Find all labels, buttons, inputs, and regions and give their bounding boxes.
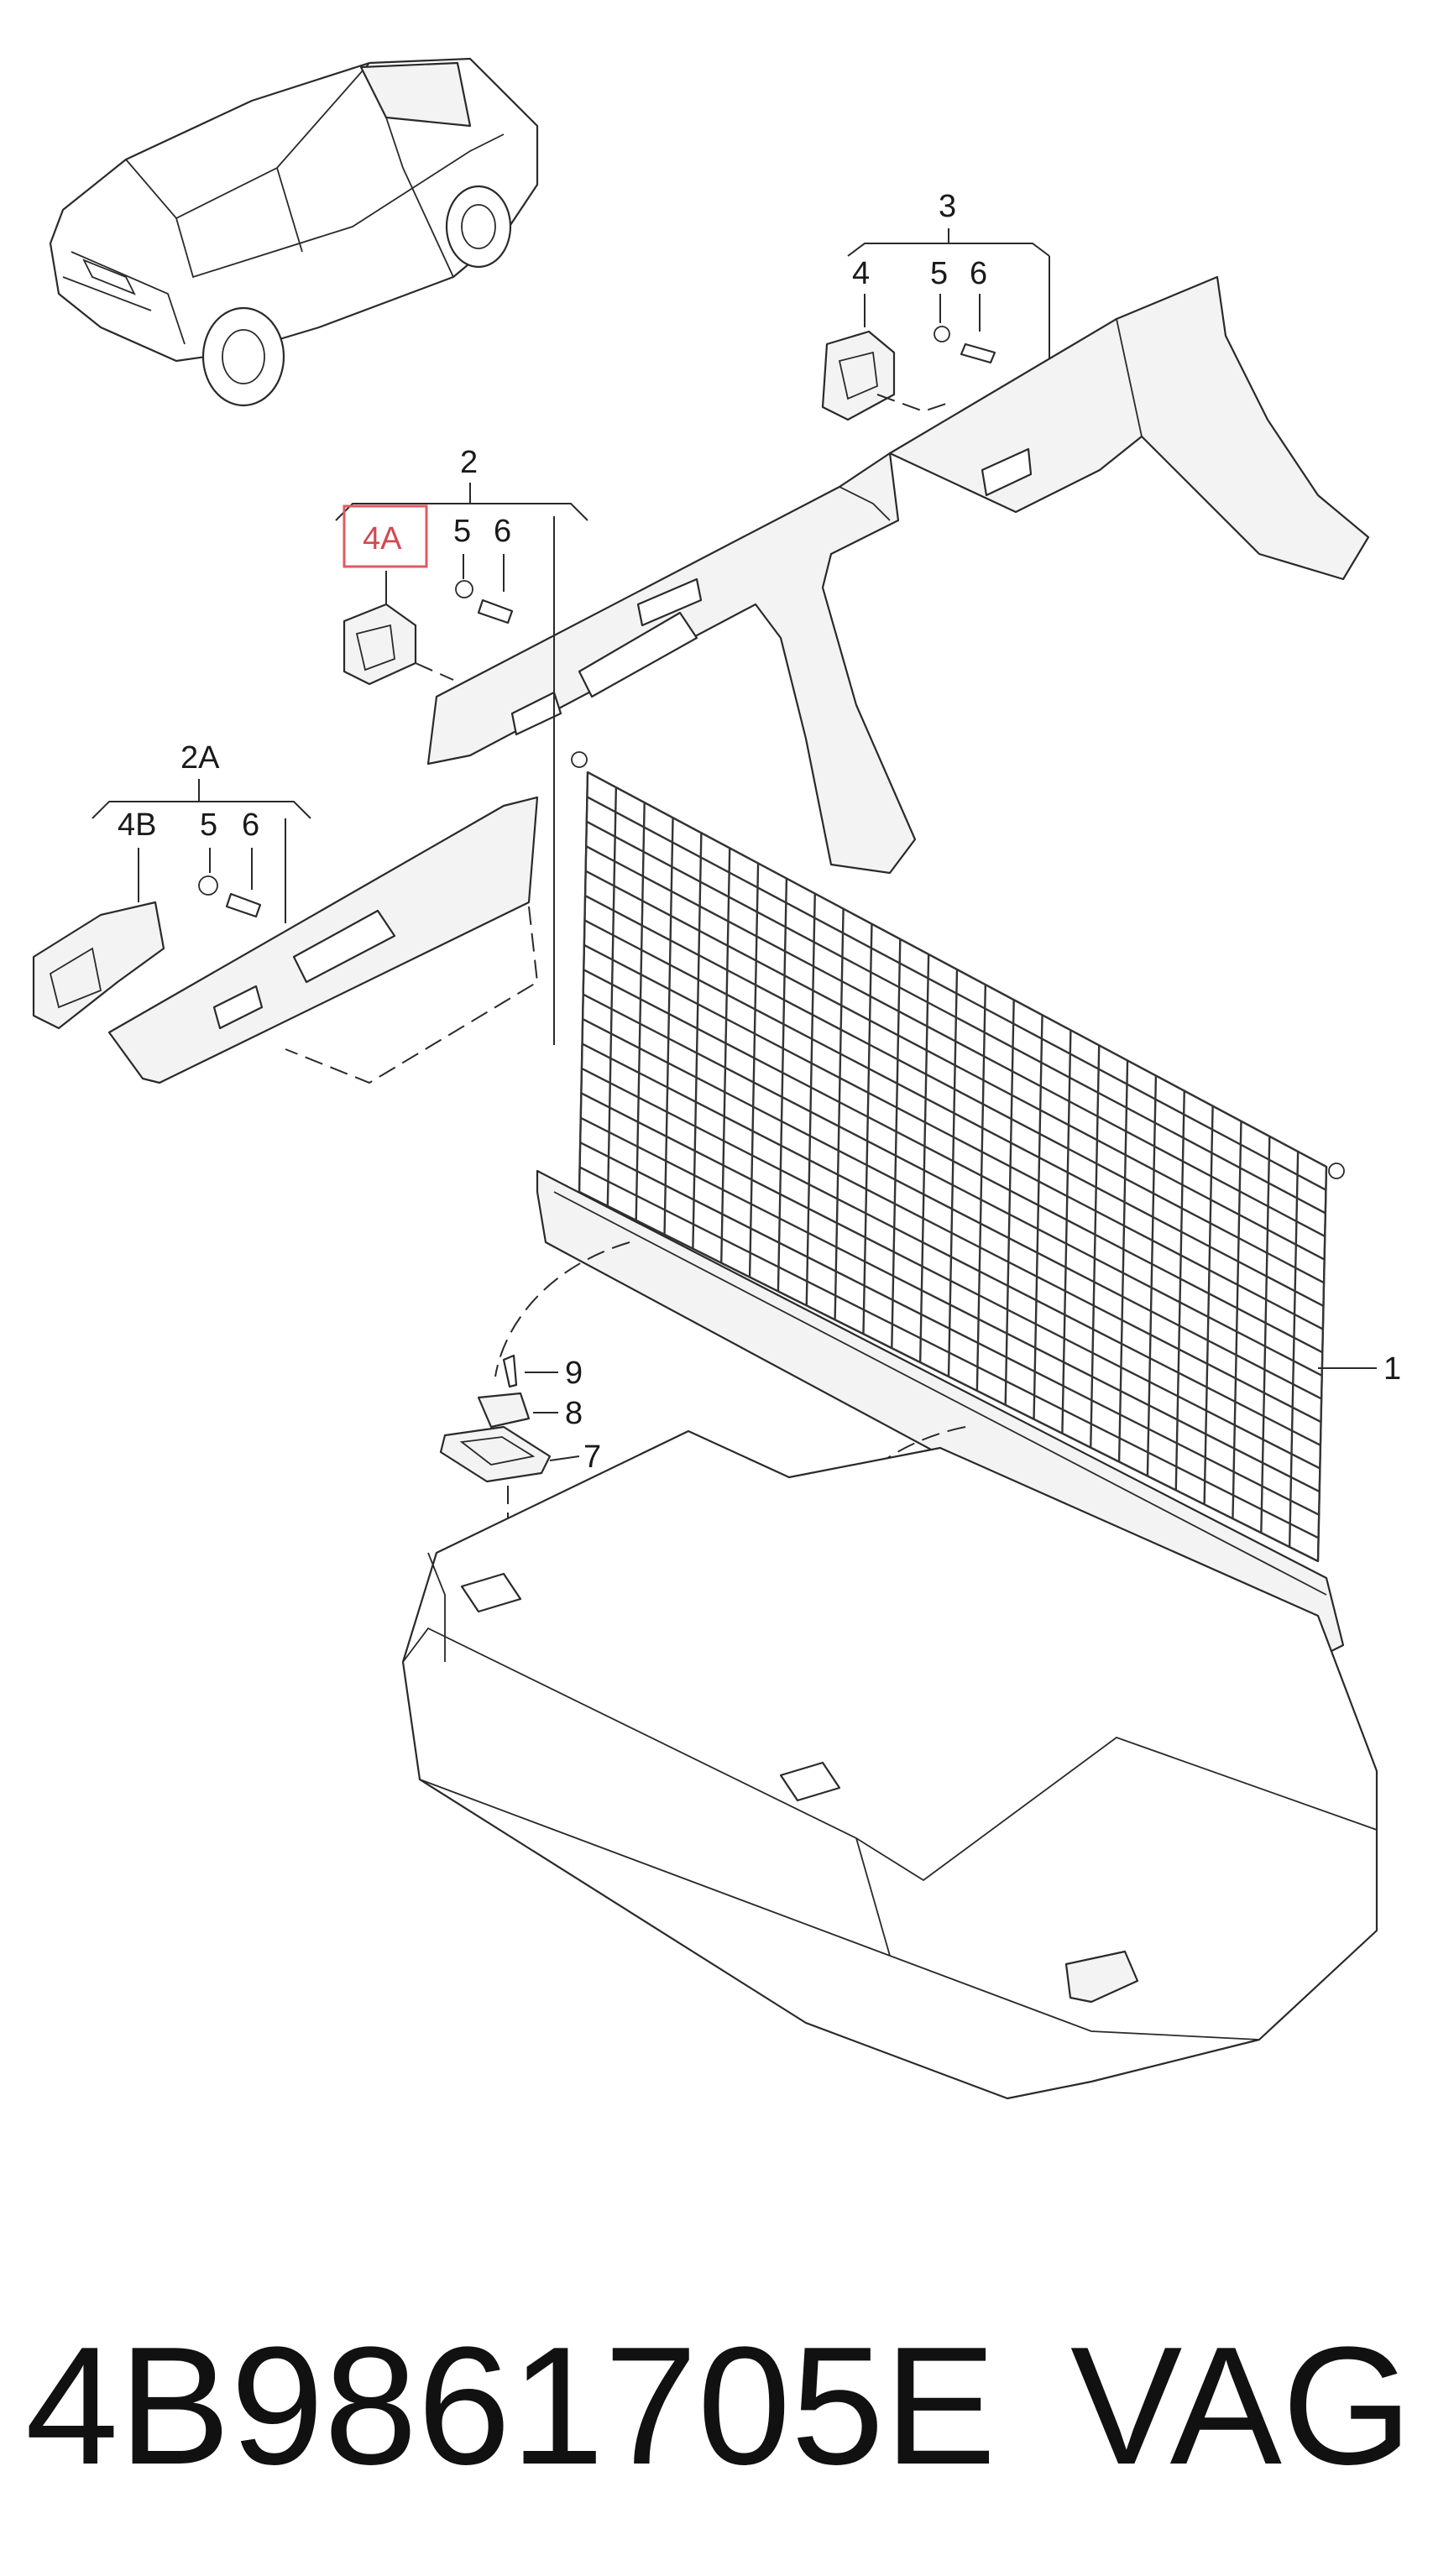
- washer-5: [934, 326, 950, 342]
- net-strand: [1260, 1136, 1271, 1534]
- net-strand: [583, 943, 1324, 1330]
- net-strand: [578, 771, 589, 1193]
- net-strand: [1316, 1166, 1328, 1562]
- net-strand: [947, 969, 959, 1377]
- net-strand: [580, 1116, 1321, 1493]
- net-strand: [805, 893, 816, 1306]
- callout-1: 1: [1383, 1351, 1401, 1387]
- net-strand: [635, 802, 646, 1220]
- net-strand: [1061, 1030, 1072, 1434]
- brand-label: VAG: [1070, 2312, 1413, 2500]
- net-strand: [587, 771, 1327, 1168]
- net-grid: [578, 771, 1328, 1563]
- highlight-box-4A: [343, 504, 428, 568]
- holder-7: [439, 1425, 552, 1483]
- cargo-net: 1: [536, 751, 1401, 1659]
- net-strand: [582, 1018, 1322, 1400]
- callout-5: 5: [200, 807, 217, 843]
- net-strand: [583, 969, 1323, 1354]
- net-strand: [579, 1142, 1320, 1516]
- seat-latch: [1064, 1950, 1139, 2004]
- net-strand: [580, 1092, 1321, 1470]
- callout-5: 5: [930, 256, 948, 291]
- callout-7: 7: [583, 1440, 601, 1475]
- net-strand: [1033, 1015, 1043, 1419]
- net-strand: [1174, 1090, 1185, 1491]
- callout-8: 8: [565, 1396, 583, 1431]
- net-strand: [748, 863, 760, 1278]
- callout-2A: 2A: [180, 740, 220, 776]
- net-strand: [891, 938, 902, 1349]
- net-strand: [1146, 1075, 1158, 1476]
- net-strand: [663, 818, 674, 1235]
- net-strand: [1090, 1045, 1101, 1448]
- washer-5: [198, 875, 218, 896]
- screw-6: [225, 892, 262, 918]
- callout-4A: 4A: [363, 521, 402, 556]
- net-strand: [585, 845, 1326, 1238]
- clip-4: [821, 330, 896, 421]
- caption: 4B9861705E VAG: [25, 2312, 1413, 2500]
- net-strand: [1232, 1121, 1242, 1519]
- callout-6: 6: [970, 256, 987, 291]
- net-strand: [585, 870, 1326, 1261]
- part-number: 4B9861705E: [25, 2312, 996, 2500]
- net-strand: [1203, 1105, 1214, 1505]
- net-strand: [584, 894, 1325, 1284]
- clip-4A: [343, 603, 417, 686]
- net-strand: [583, 919, 1325, 1307]
- callout-4B: 4B: [118, 807, 156, 843]
- net-strand: [581, 1042, 1322, 1424]
- net-strand: [1004, 1000, 1015, 1405]
- net-strand: [1288, 1151, 1300, 1548]
- net-strand: [586, 796, 1326, 1191]
- net-strand: [1117, 1060, 1129, 1462]
- net-strand: [918, 954, 930, 1363]
- mount-left: 9 8 7: [439, 1241, 630, 1595]
- net-strand: [975, 985, 987, 1391]
- net-strand: [862, 923, 873, 1335]
- screw-6: [960, 342, 996, 364]
- net-strand: [583, 993, 1323, 1377]
- callout-2: 2: [460, 445, 478, 480]
- upper-trim-rail: [426, 275, 1370, 1045]
- group-3: 3 4 5 6: [821, 189, 1050, 421]
- callout-5: 5: [453, 514, 471, 549]
- callout-3: 3: [939, 189, 956, 224]
- screw-6: [477, 598, 514, 624]
- net-strand: [586, 820, 1326, 1215]
- net-strand: [720, 848, 731, 1263]
- callout-9: 9: [565, 1356, 583, 1391]
- rear-seat: [401, 1429, 1378, 2100]
- net-strand: [834, 908, 845, 1320]
- net-strand: [606, 787, 618, 1206]
- washer-5: [455, 580, 473, 598]
- clip-4B: [32, 901, 165, 1030]
- net-strand: [777, 878, 788, 1292]
- screw-9: [502, 1354, 518, 1388]
- vehicle-thumbnail: [49, 57, 539, 407]
- callout-4: 4: [852, 256, 870, 291]
- net-strand: [692, 833, 703, 1249]
- net-strand: [578, 1190, 1319, 1563]
- bracket-8: [477, 1392, 531, 1429]
- group-2A: 2A 4B 5 6: [32, 740, 539, 1084]
- group-2: 2 4A 5 6: [335, 445, 588, 686]
- callout-6: 6: [494, 514, 511, 549]
- net-strand: [579, 1166, 1320, 1539]
- net-strand: [581, 1067, 1321, 1446]
- callout-6: 6: [242, 807, 259, 843]
